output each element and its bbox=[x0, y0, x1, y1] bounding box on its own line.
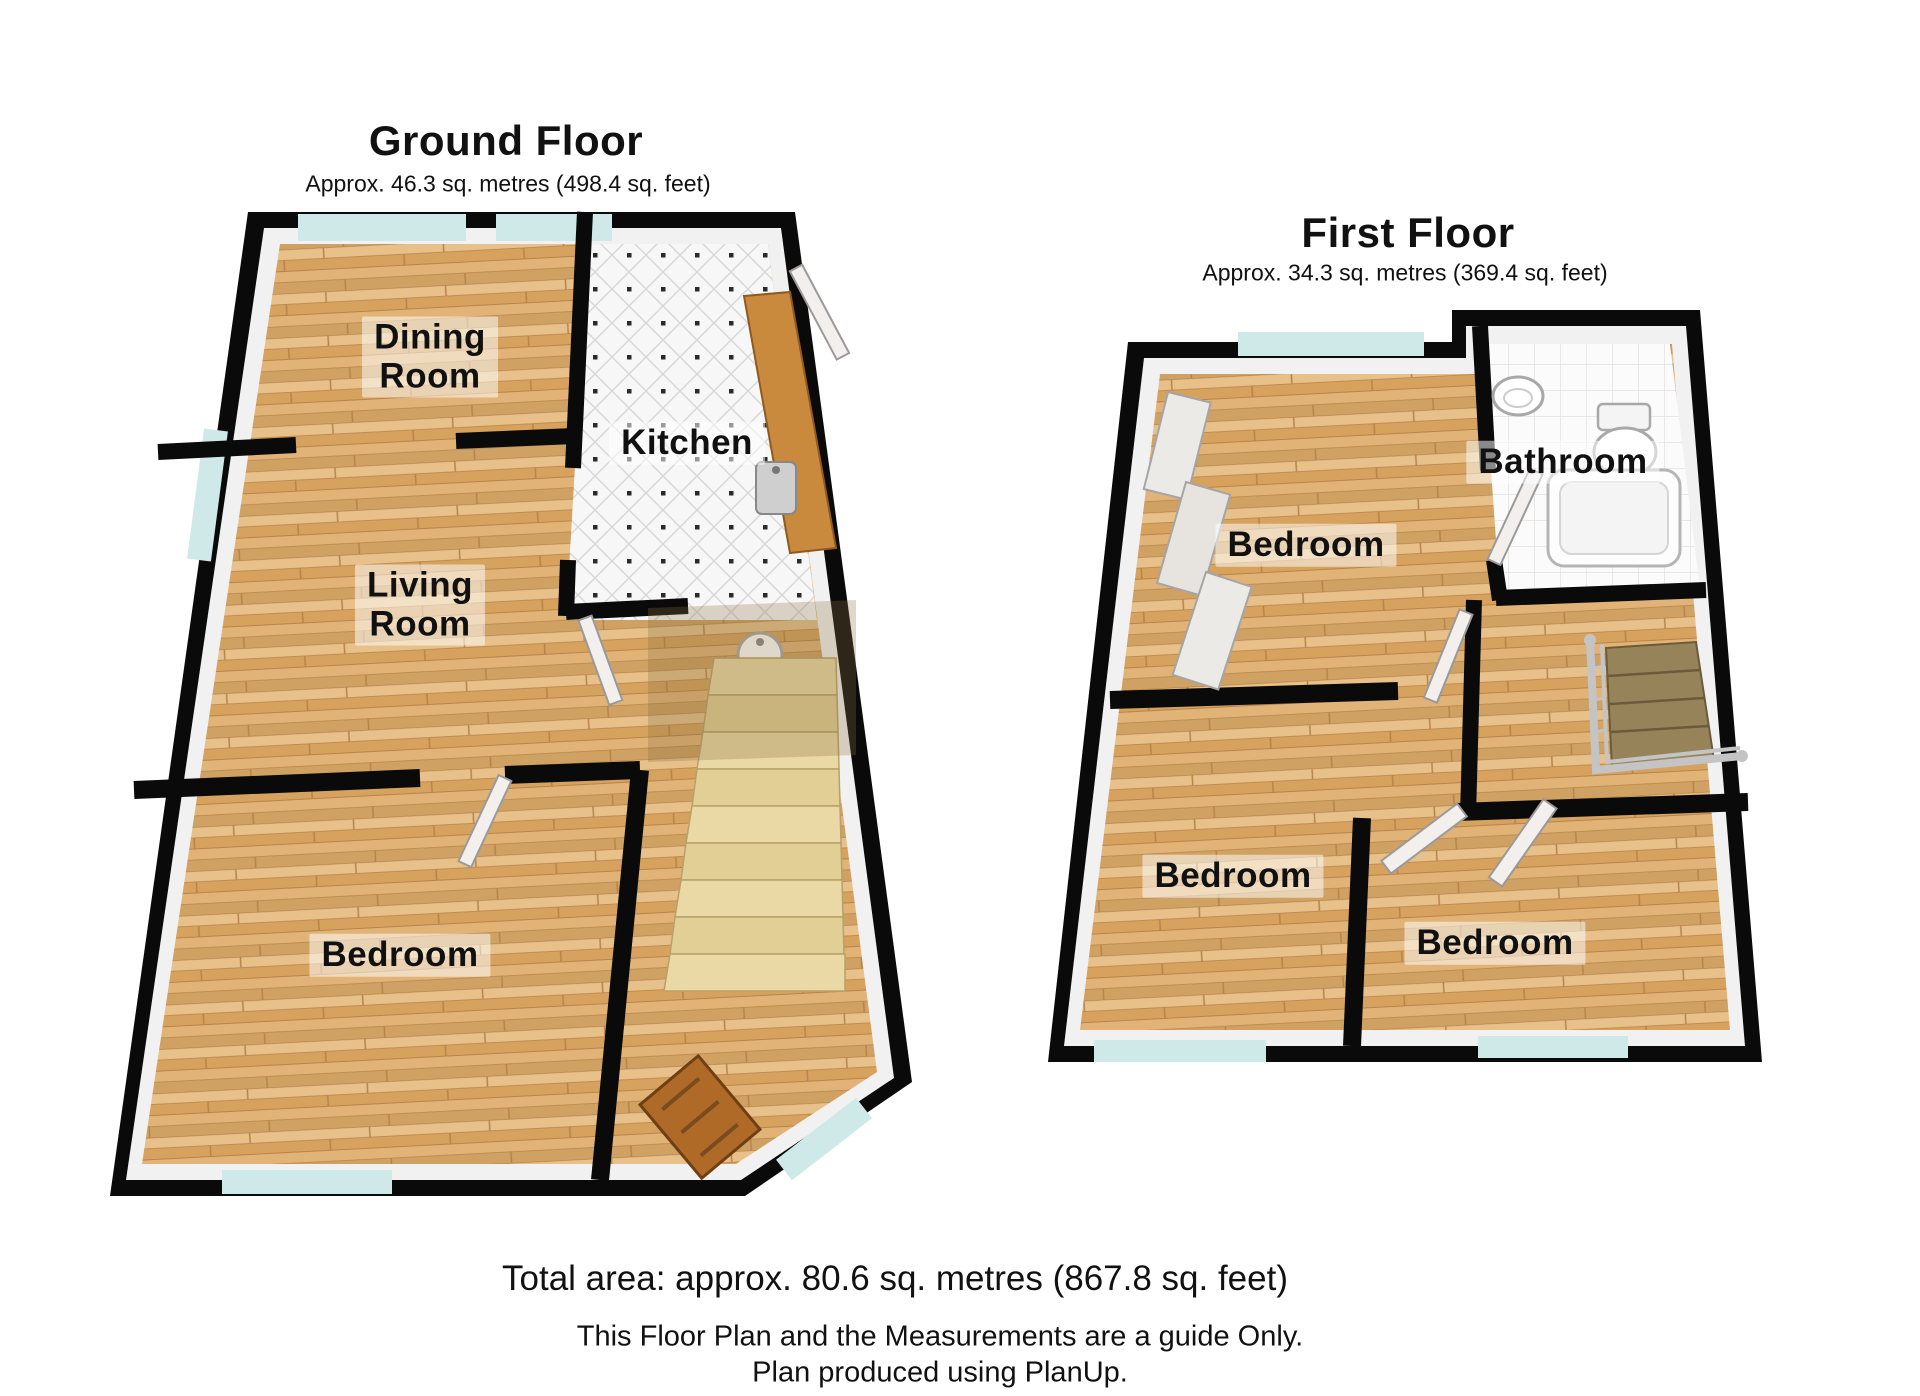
ground-floor-title: Ground Floor bbox=[368, 117, 644, 164]
stairs-cut-overlay bbox=[648, 600, 856, 762]
first-bedroom-1-label: Bedroom bbox=[1215, 523, 1397, 567]
first-windows bbox=[1094, 332, 1628, 1062]
kitchen-sink bbox=[755, 461, 797, 515]
first-floor-title: First Floor bbox=[1301, 209, 1515, 256]
ground-stairs bbox=[648, 600, 856, 992]
front-door bbox=[637, 1053, 763, 1181]
living-room-label: Living Room bbox=[354, 564, 486, 646]
ground-doors bbox=[457, 263, 851, 1181]
first-floor-doors bbox=[1379, 467, 1558, 888]
toilet-tank bbox=[1596, 402, 1652, 432]
living-room-door bbox=[577, 614, 624, 707]
bedroom-1-door bbox=[1422, 608, 1474, 705]
disclaimer-text: This Floor Plan and the Measurements are… bbox=[576, 1320, 1304, 1353]
stairwell bbox=[1584, 634, 1748, 775]
first-bedroom-3-label: Bedroom bbox=[1404, 921, 1586, 965]
credit-text: Plan produced using PlanUp. bbox=[752, 1356, 1128, 1389]
bathroom-label: Bathroom bbox=[1466, 440, 1660, 484]
bedroom-2-door bbox=[1379, 802, 1469, 875]
kitchen-back-door bbox=[788, 263, 851, 361]
ground-interior-walls bbox=[133, 211, 689, 1181]
wardrobe-panels bbox=[1142, 390, 1253, 691]
banister bbox=[1584, 634, 1748, 775]
dining-room-label: Dining Room bbox=[362, 316, 498, 398]
first-bedroom-2-label: Bedroom bbox=[1142, 854, 1324, 898]
bedroom-3-door bbox=[1487, 798, 1558, 888]
bathroom-sink bbox=[1491, 375, 1545, 417]
ground-floor-subtitle: Approx. 46.3 sq. metres (498.4 sq. feet) bbox=[305, 170, 711, 197]
total-area-text: Total area: approx. 80.6 sq. metres (867… bbox=[502, 1259, 1288, 1298]
bedroom-door bbox=[457, 773, 513, 869]
ground-floor-plan bbox=[110, 211, 912, 1196]
ground-bedroom-label: Bedroom bbox=[309, 933, 491, 977]
kitchen-label: Kitchen bbox=[609, 421, 765, 465]
first-floor-subtitle: Approx. 34.3 sq. metres (369.4 sq. feet) bbox=[1202, 259, 1608, 286]
kitchen-counter bbox=[742, 290, 838, 555]
